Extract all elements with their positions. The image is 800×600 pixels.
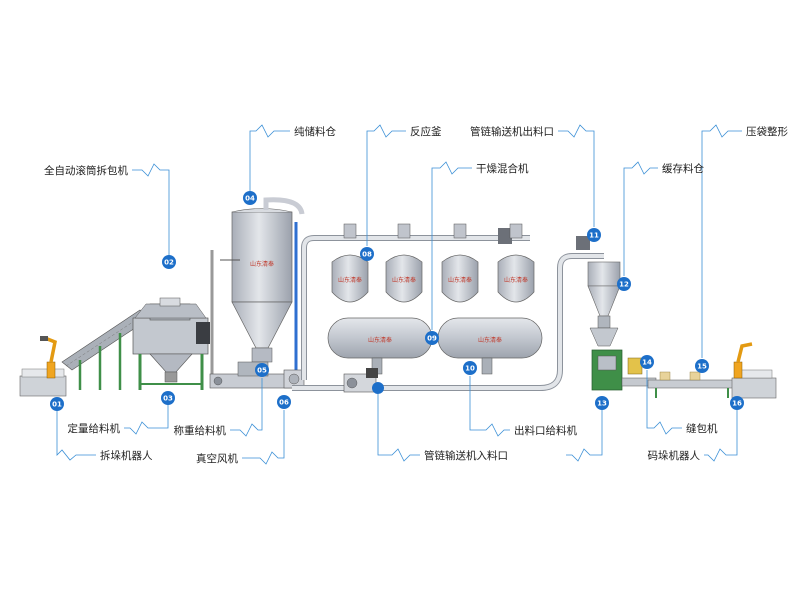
- label-09: 干燥混合机: [476, 162, 529, 175]
- label-05: 称重给料机: [174, 424, 227, 437]
- equipment-layer: 山东清奉 山东清奉: [19, 197, 777, 399]
- callout-labels: 拆垛机器人 全自动滚筒拆包机 定量给料机 纯储料仓 称重给料机 真空风机 反应釜…: [44, 125, 788, 465]
- svg-text:06: 06: [279, 399, 289, 407]
- label-13: 管链输送机入料口: [424, 449, 508, 462]
- badge-16: 16: [730, 396, 744, 410]
- svg-text:08: 08: [362, 251, 372, 259]
- reaction-kettle-4: 山东清奉: [497, 223, 535, 303]
- badge-13: 13: [595, 396, 609, 410]
- pipeline: [292, 228, 604, 391]
- svg-text:04: 04: [245, 195, 255, 203]
- svg-text:02: 02: [164, 259, 174, 267]
- label-01: 拆垛机器人: [100, 449, 153, 462]
- label-03: 定量给料机: [68, 422, 121, 435]
- depalletizing-robot: [19, 336, 67, 397]
- svg-text:15: 15: [697, 363, 707, 371]
- buffer-silo: [587, 261, 621, 347]
- kettle-2-logo-text: 山东清奉: [392, 276, 416, 284]
- label-16: 码垛机器人: [648, 449, 701, 462]
- svg-text:05: 05: [257, 367, 267, 375]
- packing-machine: [591, 349, 657, 391]
- tube-chain-inlet: [343, 368, 378, 393]
- badge-12: 12: [617, 277, 631, 291]
- kettle-3-logo-text: 山东清奉: [448, 276, 472, 284]
- label-08: 反应釜: [410, 125, 442, 138]
- output-conveyor: [647, 371, 739, 398]
- badge-05: 05: [255, 363, 269, 377]
- badge-11: 11: [587, 228, 601, 242]
- label-10: 出料口给料机: [514, 424, 577, 437]
- label-04: 纯储料仓: [294, 125, 336, 138]
- leader-lines: [56, 124, 742, 465]
- label-06: 真空风机: [196, 452, 238, 465]
- badge-08: 08: [360, 247, 374, 261]
- kettle-4-logo-text: 山东清奉: [504, 276, 528, 284]
- mixer-left-logo-text: 山东清奉: [368, 336, 392, 344]
- badge-13-inlet: [372, 382, 384, 394]
- storage-silo: 山东清奉: [210, 197, 305, 384]
- drum-bag-opener: [132, 297, 210, 390]
- label-15: 压袋整形: [746, 125, 788, 138]
- badge-10: 10: [463, 361, 477, 375]
- badge-02: 02: [162, 255, 176, 269]
- badge-03: 03: [161, 391, 175, 405]
- reaction-kettle-1: 山东清奉: [331, 223, 369, 303]
- badge-06: 06: [277, 395, 291, 409]
- svg-text:10: 10: [465, 365, 475, 373]
- weighing-feeder: [209, 361, 293, 389]
- svg-text:11: 11: [589, 232, 599, 240]
- badge-04: 04: [243, 191, 257, 205]
- inclined-conveyor: [61, 309, 151, 390]
- reaction-kettle-2: 山东清奉: [385, 223, 423, 303]
- number-badges: 01 02 03 04 05 06 08 09 10 11 12 13 14 1…: [50, 191, 744, 411]
- svg-text:09: 09: [427, 335, 437, 343]
- svg-text:16: 16: [732, 400, 742, 408]
- silo-logo-text: 山东清奉: [250, 260, 274, 268]
- svg-text:14: 14: [642, 359, 652, 367]
- svg-text:01: 01: [52, 401, 62, 409]
- dryer-mixer-right: 山东清奉: [437, 317, 543, 375]
- badge-09: 09: [425, 331, 439, 345]
- badge-14: 14: [640, 355, 654, 369]
- svg-text:13: 13: [597, 400, 607, 408]
- svg-text:12: 12: [619, 281, 629, 289]
- mixer-right-logo-text: 山东清奉: [478, 336, 502, 344]
- label-11: 管链输送机出料口: [470, 125, 554, 138]
- label-02: 全自动滚筒拆包机: [44, 164, 128, 177]
- kettle-1-logo-text: 山东清奉: [338, 276, 362, 284]
- dryer-mixer-left: 山东清奉: [327, 317, 433, 375]
- palletizing-robot: [731, 342, 777, 399]
- badge-01: 01: [50, 397, 64, 411]
- badge-15: 15: [695, 359, 709, 373]
- reaction-kettle-3: 山东清奉: [441, 223, 479, 303]
- label-12: 缓存料仓: [662, 162, 704, 175]
- svg-text:03: 03: [163, 395, 173, 403]
- label-14: 缝包机: [686, 422, 718, 435]
